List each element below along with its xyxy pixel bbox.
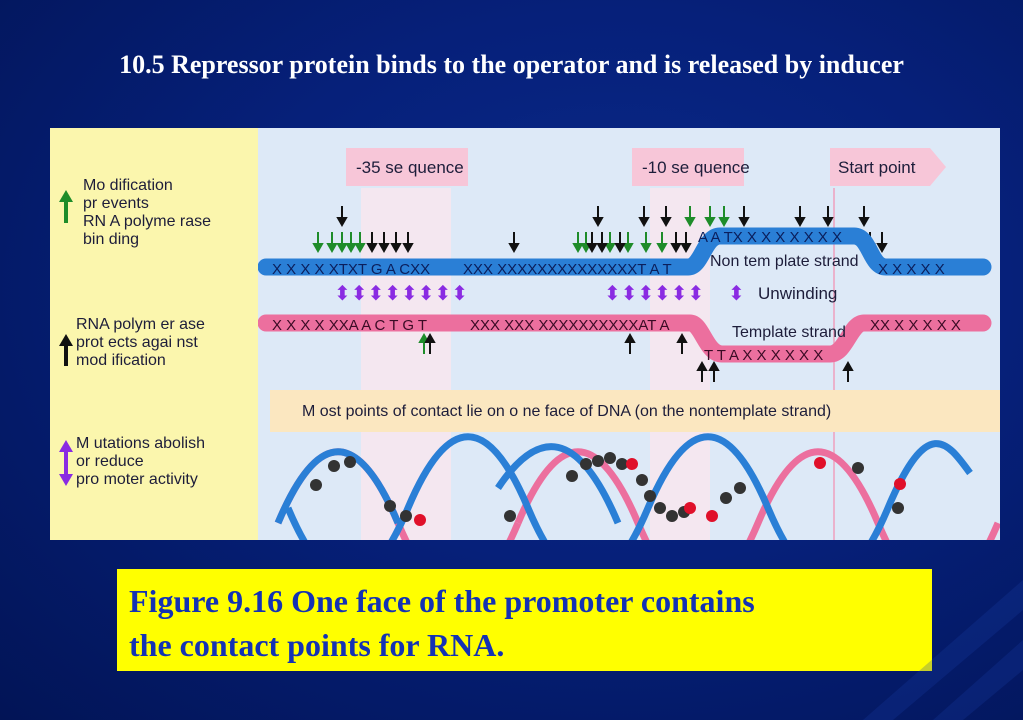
bot-right-seq: XX X X X X X bbox=[870, 317, 961, 334]
contact-note-band bbox=[270, 390, 1000, 432]
purple-double-arrow-icon bbox=[59, 440, 73, 486]
contact-note: M ost points of contact lie on o ne face… bbox=[302, 403, 831, 420]
bot-lowered-seq: T T A X X X X X X bbox=[704, 347, 823, 364]
minus35-label: -35 se quence bbox=[356, 158, 464, 177]
arrow-row-upper bbox=[312, 232, 888, 254]
top-raised-seq: A A TX X X X X X X X bbox=[698, 229, 842, 246]
nontemplate-strand bbox=[258, 227, 992, 276]
legend-protects-text: RNA polym er ase prot ects agai nst mod … bbox=[76, 316, 205, 369]
svg-text:⬍⬍⬍⬍⬍⬍⬍⬍: ⬍⬍⬍⬍⬍⬍⬍⬍ bbox=[334, 283, 468, 305]
diagram-canvas: -35 se quence -10 se quence Start point bbox=[258, 148, 1000, 540]
nontemplate-label: Non tem plate strand bbox=[710, 253, 859, 270]
minus10-label: -10 se quence bbox=[642, 158, 750, 177]
black-up-arrow-icon bbox=[59, 334, 73, 366]
svg-text:⬍⬍⬍: ⬍⬍⬍ bbox=[604, 283, 654, 305]
green-down-arrows-top bbox=[684, 206, 730, 228]
bot-left-seq: X X X X XXA A C T G T bbox=[272, 317, 427, 334]
background-decoration bbox=[863, 580, 1023, 720]
legend-mutations-text: M utations abolish or reduce pro moter a… bbox=[76, 435, 205, 488]
unwinding-label: Unwinding bbox=[758, 284, 837, 303]
minus10-box bbox=[632, 148, 744, 186]
up-arrows-lower bbox=[418, 332, 854, 382]
template-strand bbox=[258, 314, 992, 363]
figure-caption: Figure 9.16 One face of the promoter con… bbox=[129, 583, 755, 663]
legend-icons bbox=[59, 190, 73, 486]
start-point-box bbox=[830, 148, 946, 186]
top-left-seq: X X X X XTXT G A CXX bbox=[272, 261, 430, 278]
minus35-box bbox=[346, 148, 468, 186]
figure-caption-box: Figure 9.16 One face of the promoter con… bbox=[117, 569, 932, 671]
helix-contact-points bbox=[310, 452, 906, 526]
legend-modification-text: Mo dification pr events RN A polyme rase… bbox=[83, 177, 212, 248]
svg-text:⬍⬍⬍: ⬍⬍⬍ bbox=[654, 283, 704, 305]
slide-title: 10.5 Repressor protein binds to the oper… bbox=[119, 50, 904, 79]
legend-panel: Mo dification pr events RN A polyme rase… bbox=[50, 128, 258, 540]
promoter-figure: Mo dification pr events RN A polyme rase… bbox=[50, 128, 1000, 540]
purple-mutation-marks: ⬍⬍⬍⬍⬍⬍⬍⬍ ⬍⬍⬍ ⬍⬍⬍ ⬍ bbox=[334, 283, 745, 305]
top-right-seq: X X X X X bbox=[878, 261, 945, 278]
bot-mid-seq: XXX XXX XXXXXXXXXXAT A bbox=[470, 317, 670, 334]
minus35-column bbox=[361, 188, 451, 540]
top-mid-seq: XXX XXXXXXXXXXXXXXT A T bbox=[463, 261, 672, 278]
svg-text:⬍: ⬍ bbox=[728, 283, 745, 305]
start-point-label: Start point bbox=[838, 158, 916, 177]
black-down-arrows bbox=[336, 206, 870, 228]
double-helix bbox=[274, 433, 1000, 540]
template-label: Template strand bbox=[732, 324, 846, 341]
green-up-arrow-icon bbox=[59, 190, 73, 223]
